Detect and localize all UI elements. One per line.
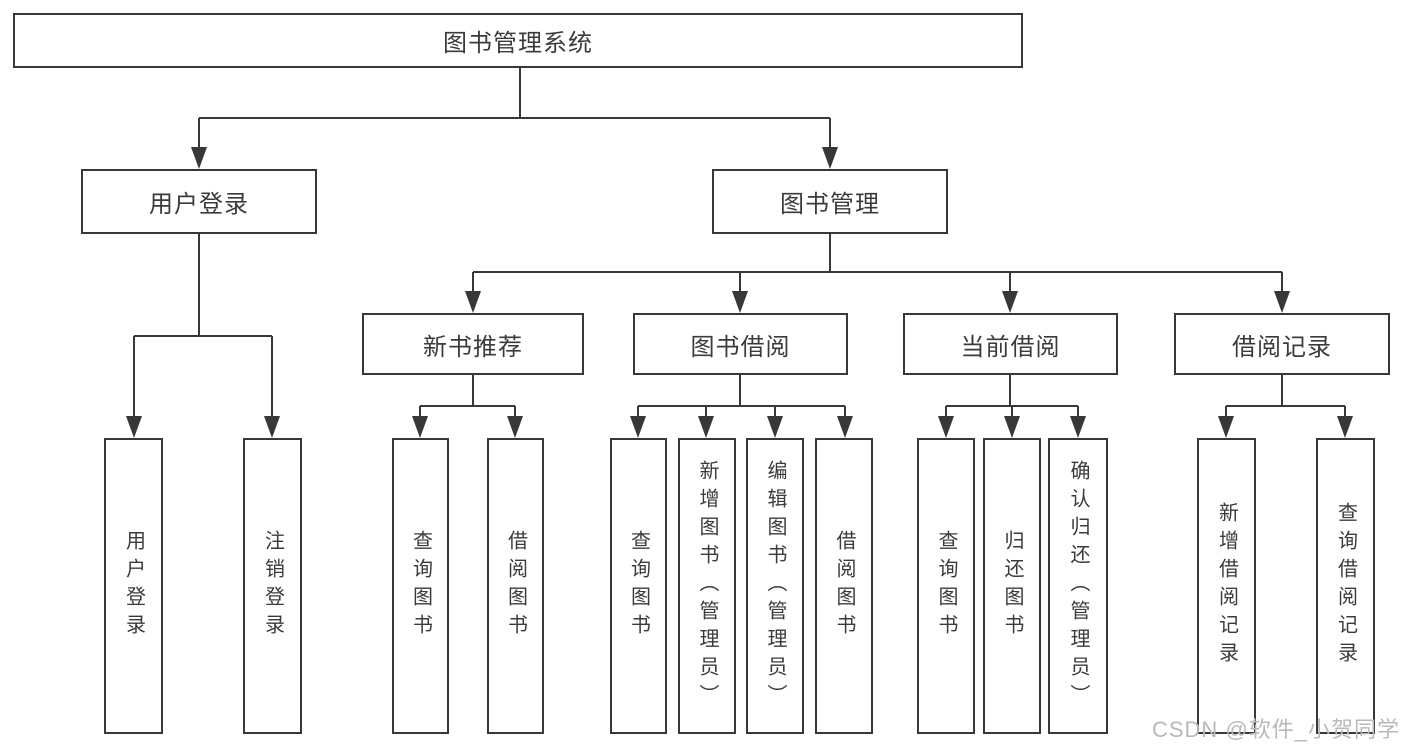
leaf-logout-login: 注销登录 — [243, 438, 302, 734]
leaf-cb-confirm-return-admin: 确认归还（管理员） — [1048, 438, 1108, 734]
node-book-management: 图书管理 — [712, 169, 948, 234]
node-user-login-branch: 用户登录 — [81, 169, 317, 234]
node-library-system-label: 图书管理系统 — [443, 30, 593, 57]
edge-lines — [133, 68, 1346, 434]
leaf-br-add-record-label: 新增借阅记录 — [1215, 502, 1238, 670]
leaf-bb-add-books-admin: 新增图书（管理员） — [678, 438, 736, 734]
leaf-br-query-record-label: 查询借阅记录 — [1334, 502, 1357, 670]
watermark: CSDN @软件_小贺同学 — [1151, 717, 1400, 742]
leaf-bb-edit-books-admin: 编辑图书（管理员） — [746, 438, 804, 734]
node-book-management-label: 图书管理 — [780, 191, 880, 218]
leaf-cb-confirm-return-admin-label: 确认归还（管理员） — [1067, 460, 1089, 712]
node-book-borrowing: 图书借阅 — [633, 313, 848, 375]
node-new-book-recommend: 新书推荐 — [362, 313, 584, 375]
leaf-cb-query-books: 查询图书 — [917, 438, 975, 734]
leaf-nb-query-books-label: 查询图书 — [409, 530, 432, 642]
node-library-system: 图书管理系统 — [13, 13, 1023, 68]
node-current-borrowing-label: 当前借阅 — [960, 333, 1061, 361]
node-user-login-branch-label: 用户登录 — [149, 191, 249, 218]
leaf-nb-borrow-books: 借阅图书 — [487, 438, 544, 734]
leaf-br-query-record: 查询借阅记录 — [1316, 438, 1375, 734]
leaf-cb-return-books: 归还图书 — [983, 438, 1041, 734]
node-book-borrowing-label: 图书借阅 — [690, 333, 791, 361]
leaf-bb-borrow-books-label: 借阅图书 — [833, 530, 855, 642]
leaf-user-login: 用户登录 — [104, 438, 163, 734]
leaf-bb-query-books-label: 查询图书 — [627, 530, 650, 642]
leaf-user-login-label: 用户登录 — [122, 530, 145, 642]
leaf-cb-query-books-label: 查询图书 — [935, 530, 957, 642]
leaf-bb-borrow-books: 借阅图书 — [815, 438, 873, 734]
leaf-logout-login-label: 注销登录 — [261, 530, 284, 642]
leaf-bb-query-books: 查询图书 — [610, 438, 667, 734]
leaf-nb-borrow-books-label: 借阅图书 — [504, 530, 527, 642]
leaf-br-add-record: 新增借阅记录 — [1197, 438, 1256, 734]
leaf-bb-add-books-admin-label: 新增图书（管理员） — [696, 460, 718, 712]
node-borrow-records-label: 借阅记录 — [1232, 333, 1332, 361]
leaf-cb-return-books-label: 归还图书 — [1001, 530, 1023, 642]
node-borrow-records: 借阅记录 — [1174, 313, 1390, 375]
leaf-bb-edit-books-admin-label: 编辑图书（管理员） — [764, 460, 786, 712]
leaf-nb-query-books: 查询图书 — [392, 438, 449, 734]
node-current-borrowing: 当前借阅 — [903, 313, 1118, 375]
node-new-book-recommend-label: 新书推荐 — [423, 333, 523, 361]
